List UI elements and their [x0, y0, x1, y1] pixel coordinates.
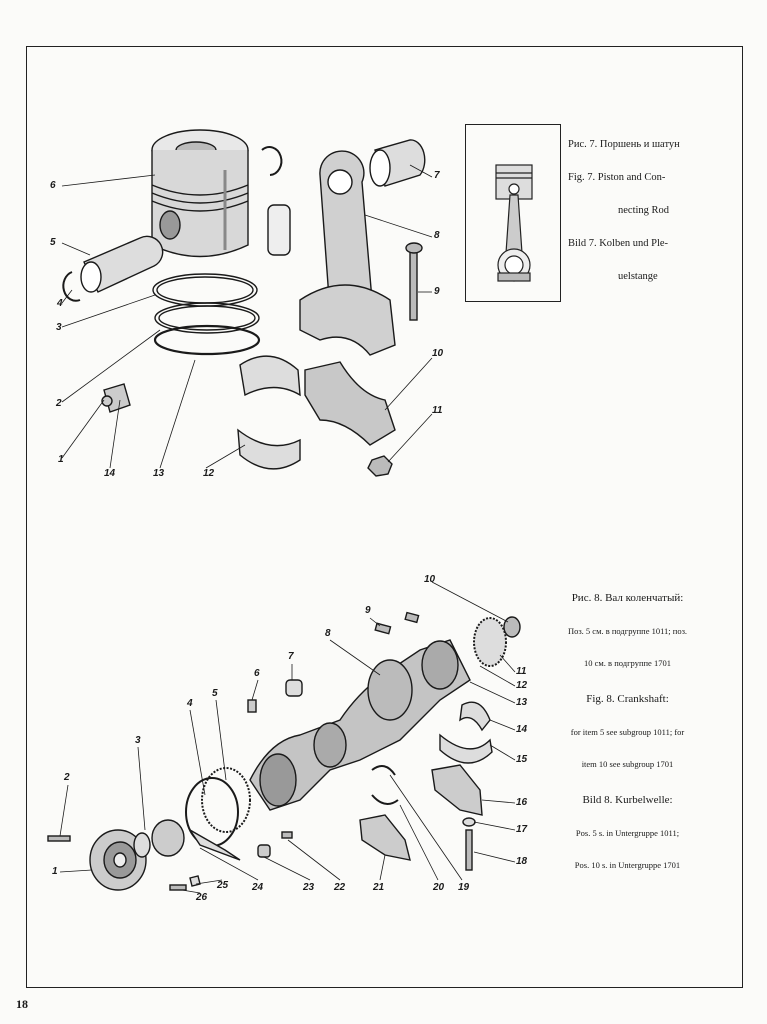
caption-en-note-2: item 10 see subgroup 1701: [581, 758, 674, 769]
callout-8-1: 1: [52, 866, 58, 877]
callout-7-11: 11: [432, 405, 443, 416]
callout-8-4: 4: [187, 698, 193, 709]
callout-8-8: 8: [325, 628, 331, 639]
callout-8-21: 21: [373, 882, 385, 893]
callout-7-2: 2: [56, 398, 62, 409]
callout-8-16: 16: [516, 797, 528, 808]
callout-8-19: 19: [458, 882, 470, 893]
caption-de-note-1: Pos. 5 s. in Untergruppe 1011;: [575, 828, 680, 838]
callout-8-7: 7: [288, 651, 294, 662]
callout-8-15: 15: [516, 754, 528, 765]
callout-8-9: 9: [365, 605, 371, 616]
figure-7-inset: [465, 124, 561, 302]
callout-8-26: 26: [196, 892, 208, 903]
callout-8-17: 17: [516, 824, 528, 835]
callout-7-13: 13: [153, 468, 165, 479]
callout-7-1: 1: [58, 454, 64, 465]
callout-7-9: 9: [434, 286, 440, 297]
callout-8-2: 2: [64, 772, 70, 783]
figure-7-caption: Рис. 7. Поршень и шатун Fig. 7. Piston a…: [568, 117, 680, 293]
callout-8-14: 14: [516, 724, 528, 735]
callout-8-12: 12: [516, 680, 528, 691]
page-frame: [26, 46, 743, 988]
callout-8-11: 11: [516, 666, 527, 677]
caption-line-ru: Рис. 7. Поршень и шатун: [568, 139, 680, 150]
callout-8-6: 6: [254, 668, 260, 679]
callout-8-23: 23: [303, 882, 315, 893]
caption-line-de-2: uelstange: [618, 271, 658, 282]
callout-7-8: 8: [434, 230, 440, 241]
callout-8-25: 25: [217, 880, 229, 891]
inset-piston-rod-drawing: [495, 164, 533, 282]
callout-7-3: 3: [56, 322, 62, 333]
callout-7-4: 4: [57, 298, 63, 309]
callout-8-22: 22: [334, 882, 346, 893]
callout-7-5: 5: [50, 237, 56, 248]
caption-en-title: Fig. 8. Crankshaft:: [586, 693, 669, 705]
piston-drawing: [151, 129, 249, 258]
rod-bushing-drawing: [369, 139, 426, 187]
piston-pin-drawing: [80, 235, 164, 293]
callout-8-10: 10: [424, 574, 436, 585]
caption-line-de-1: Bild 7. Kolben und Ple-: [568, 238, 669, 249]
caption-de-title: Bild 8. Kurbelwelle:: [582, 794, 673, 806]
callout-8-20: 20: [433, 882, 445, 893]
connecting-rod-drawing: [299, 150, 396, 356]
crankshaft-drawing: [249, 639, 471, 811]
caption-ru-note-2: 10 см. в подгруппе 1701: [584, 657, 671, 668]
callout-8-24: 24: [252, 882, 264, 893]
callout-8-3: 3: [135, 735, 141, 746]
callout-7-10: 10: [432, 348, 444, 359]
callout-7-14: 14: [104, 468, 116, 479]
caption-en-note-1: for item 5 see subgroup 1011; for: [570, 727, 685, 737]
page-number: 18: [16, 997, 28, 1011]
caption-ru-title: Рис. 8. Вал коленчатый:: [571, 592, 684, 604]
caption-ru-note-1: Поз. 5 см. в подгруппе 1011; поз.: [567, 626, 688, 636]
caption-line-en-1: Fig. 7. Piston and Con-: [568, 172, 666, 183]
callout-7-12: 12: [203, 468, 215, 479]
caption-line-en-2: necting Rod: [618, 205, 670, 216]
figure-8-caption: Рис. 8. Вал коленчатый: Поз. 5 см. в под…: [520, 570, 735, 881]
callout-7-6: 6: [50, 180, 56, 191]
rod-bolt-drawing: [405, 242, 423, 321]
callout-7-7: 7: [434, 170, 440, 181]
callout-8-5: 5: [212, 688, 218, 699]
caption-de-note-2: Pos. 10 s. in Untergruppe 1701: [574, 859, 681, 870]
rod-cap-drawing: [304, 361, 396, 446]
callout-8-13: 13: [516, 697, 528, 708]
pulley-drawing: [89, 829, 147, 891]
callout-8-18: 18: [516, 856, 528, 867]
